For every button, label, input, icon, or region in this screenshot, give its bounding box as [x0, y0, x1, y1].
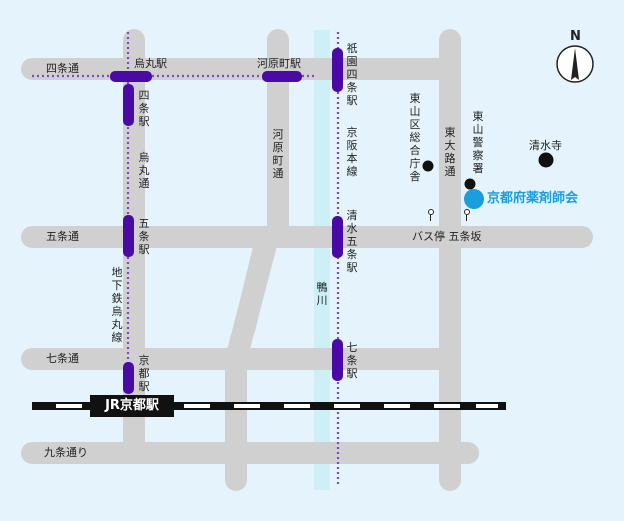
- street-higashioji-label: 東大路通: [444, 126, 456, 178]
- station-gojo-label: 五条駅: [138, 217, 150, 256]
- street-kawaramachi-label: 河原町通: [272, 128, 284, 180]
- kamo-river-label: 鴨川: [316, 281, 328, 307]
- pharma-assoc-label[interactable]: 京都府薬剤師会: [487, 191, 579, 206]
- station-shichijo-label: 七条駅: [346, 341, 358, 380]
- street-gojo-label: 五条通: [46, 230, 79, 243]
- station-kyoto-subway-label: 京都駅: [138, 354, 150, 393]
- pharma-assoc-marker: [464, 189, 484, 209]
- station-gojo-pill: [123, 215, 134, 257]
- street-kujo-label: 九条通り: [44, 446, 88, 459]
- station-kawaramachi-pill: [262, 71, 302, 82]
- keihan-line-label: 京阪本線: [346, 126, 358, 178]
- street-shichijo-label: 七条通: [46, 352, 79, 365]
- station-gion-shijo-pill: [332, 48, 343, 92]
- higashiyama-office-marker: [422, 160, 434, 172]
- police-label: 東山警察署: [472, 110, 484, 175]
- bus-stop-label: バス停 五条坂: [412, 230, 482, 243]
- jr-kyoto-station-label: JR京都駅: [90, 395, 174, 417]
- compass-icon: [556, 45, 594, 83]
- station-shichijo-pill: [332, 339, 343, 381]
- jr-line: [32, 402, 506, 410]
- police-marker: [464, 178, 476, 190]
- kiyomizudera-label: 清水寺: [529, 139, 562, 152]
- station-kiyomizu-gojo-label: 清水五条駅: [346, 209, 358, 274]
- street-karasuma-label: 烏丸通: [138, 151, 150, 190]
- station-kawaramachi-label: 河原町駅: [257, 57, 301, 70]
- station-karasuma-label: 烏丸駅: [134, 57, 167, 70]
- station-kyoto-pill: [123, 362, 134, 394]
- station-shijo-label: 四条駅: [138, 89, 150, 128]
- station-karasuma-pill: [110, 71, 152, 82]
- road-diag-2: [233, 237, 275, 341]
- compass-north-label: N: [570, 29, 581, 44]
- station-kiyomizu-gojo-pill: [332, 216, 343, 258]
- jr-line-dashes: [56, 404, 498, 408]
- station-gion-shijo-label: 祇園四条駅: [346, 42, 358, 107]
- subway-line-label: 地下鉄烏丸線: [111, 266, 123, 344]
- bus-stop-pin-icon: [427, 209, 435, 221]
- higashiyama-office-label: 東山区総合庁舎: [409, 92, 421, 183]
- kiyomizudera-marker: [538, 152, 554, 168]
- bus-stop-pin-icon: [463, 209, 471, 221]
- street-shijo-label: 四条通: [46, 62, 79, 75]
- station-shijo-pill: [123, 84, 134, 126]
- kamo-river: [314, 30, 330, 490]
